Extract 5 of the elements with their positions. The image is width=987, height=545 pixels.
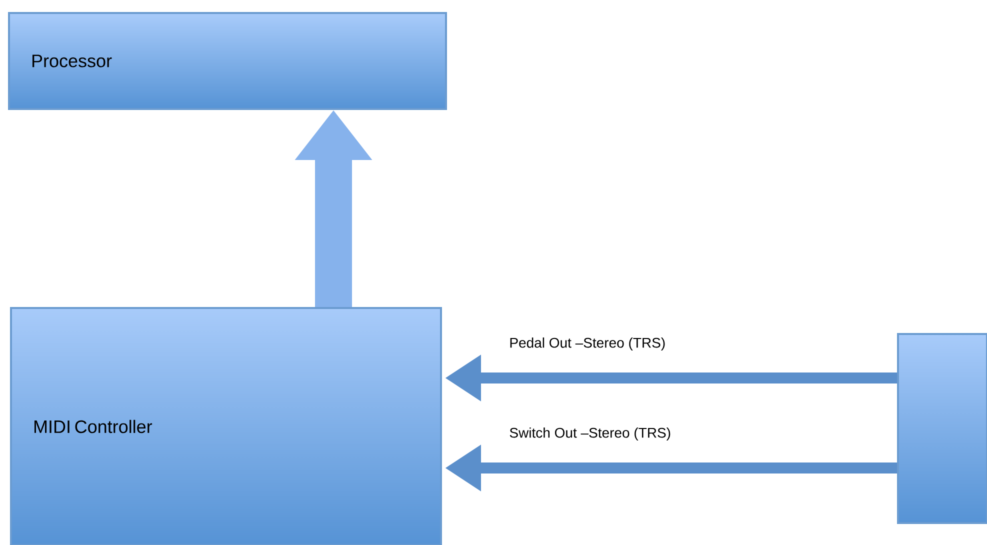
edge-label: Pedal Out –Stereo (TRS) bbox=[510, 337, 665, 351]
process-box: MIDI Controller bbox=[10, 307, 442, 545]
edge-label: Switch Out –Stereo (TRS) bbox=[510, 427, 670, 441]
process-box: Processor bbox=[8, 12, 447, 110]
device-box bbox=[897, 333, 987, 524]
